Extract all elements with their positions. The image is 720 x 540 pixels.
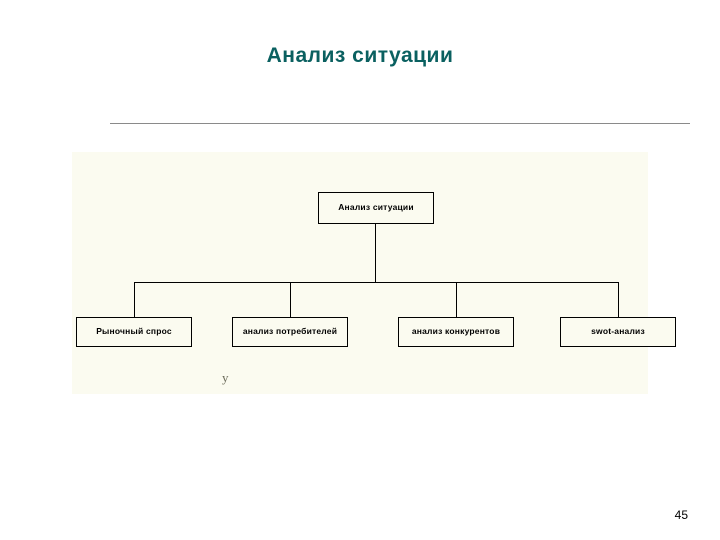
connector-drop-4: [618, 282, 619, 317]
connector-drop-3: [456, 282, 457, 317]
diagram-node-swot-analysis: swot-анализ: [560, 317, 676, 347]
diagram-canvas: Анализ ситуации Рыночный спрос анализ по…: [72, 152, 676, 394]
connector-drop-1: [134, 282, 135, 317]
connector-horizontal-bus: [134, 282, 619, 283]
page-number: 45: [674, 508, 688, 522]
stray-mark: у: [222, 370, 229, 385]
diagram-node-competitor-analysis: анализ конкурентов: [398, 317, 514, 347]
title-divider: [110, 123, 690, 124]
page-title: Анализ ситуации: [266, 44, 454, 67]
diagram-node-root: Анализ ситуации: [318, 192, 434, 224]
diagram-node-consumer-analysis: анализ потребителей: [232, 317, 348, 347]
diagram-node-market-demand: Рыночный спрос: [76, 317, 192, 347]
connector-root-stem: [375, 224, 376, 282]
connector-drop-2: [290, 282, 291, 317]
